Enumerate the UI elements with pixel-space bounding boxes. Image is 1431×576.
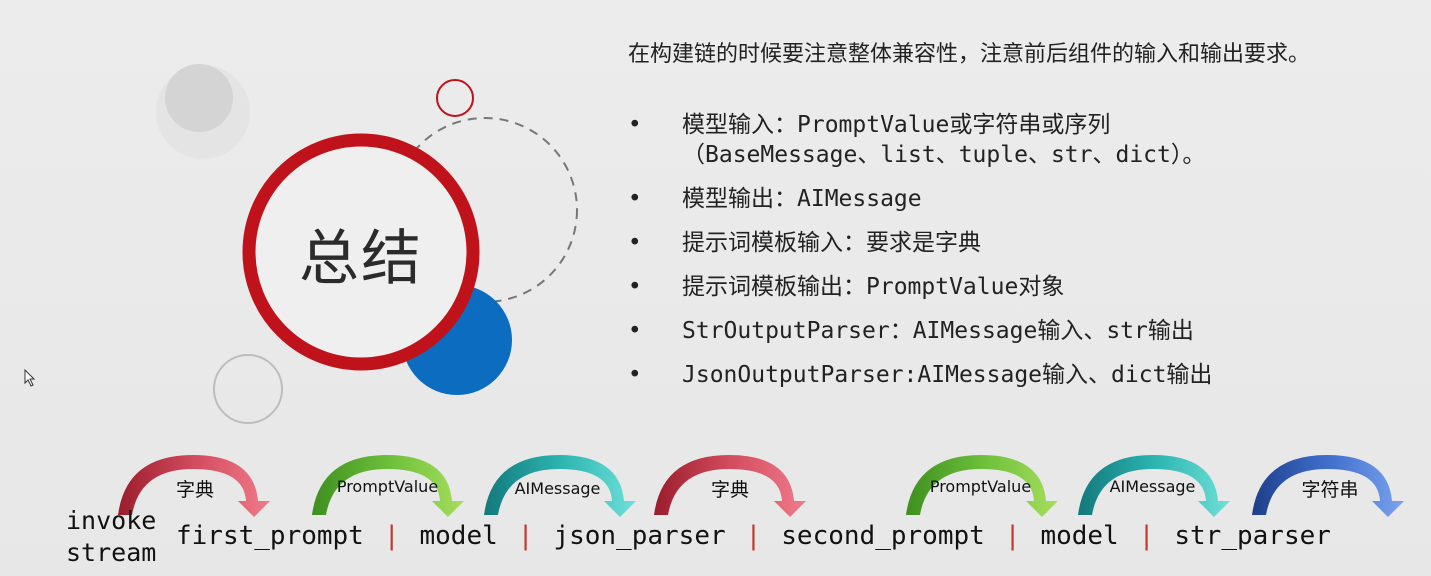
- point-str-parser: • StrOutputParser：AIMessage输入、str输出: [628, 316, 1388, 346]
- component-json-parser: json_parser: [553, 521, 726, 551]
- arc-label: 字典: [175, 479, 214, 501]
- bullet: •: [628, 230, 642, 256]
- component-second-prompt: second_prompt: [781, 521, 985, 551]
- outline-circle: [213, 354, 283, 424]
- pipe-operator: |: [383, 521, 400, 551]
- flow-arrow: [118, 455, 270, 517]
- point-text-cont: （BaseMessage、list、tuple、str、dict）。: [682, 142, 1206, 168]
- arc-label: 字符串: [1301, 479, 1359, 501]
- page-title: 总结: [299, 224, 423, 294]
- flow-arrow: [1252, 455, 1404, 517]
- title-ring: [242, 133, 480, 371]
- arc-label: AIMessage: [514, 479, 601, 498]
- point-json-parser: • JsonOutputParser:AIMessage输入、dict输出: [628, 360, 1388, 390]
- arc-label: PromptValue: [336, 477, 439, 496]
- method-invoke: invoke: [66, 506, 157, 535]
- pipe-operator: |: [517, 521, 534, 551]
- mouse-cursor-icon: [24, 368, 36, 391]
- summary-points: • 模型输入：PromptValue或字符串或序列 （BaseMessage、lis…: [628, 110, 1388, 404]
- bullet: •: [628, 362, 642, 388]
- chain-arcs: [118, 455, 1404, 517]
- flow-arrow: [906, 455, 1058, 517]
- point-text: 模型输入：PromptValue或字符串或序列: [682, 112, 1111, 138]
- point-model-input: • 模型输入：PromptValue或字符串或序列 （BaseMessage、lis…: [628, 110, 1388, 170]
- component-str-parser: str_parser: [1174, 521, 1331, 551]
- point-model-output: • 模型输出：AIMessage: [628, 184, 1388, 214]
- component-first-prompt: first_prompt: [176, 521, 364, 551]
- point-text: 提示词模板输入：要求是字典: [682, 230, 981, 256]
- flow-arrow: [484, 455, 636, 517]
- method-stream: stream: [66, 538, 157, 567]
- flow-arrow: [1078, 455, 1230, 517]
- bullet: •: [628, 274, 642, 300]
- gray-circle: [165, 64, 233, 132]
- flow-arrow: [654, 455, 806, 517]
- pipeline: first_prompt | model | json_parser | second_pr…: [176, 521, 1331, 551]
- pipe-operator: |: [1004, 521, 1021, 551]
- point-prompt-output: • 提示词模板输出：PromptValue对象: [628, 272, 1388, 302]
- arc-label: AIMessage: [1109, 477, 1196, 496]
- flow-arrow: [312, 455, 464, 517]
- point-text: 模型输出：AIMessage: [682, 186, 922, 212]
- intro-text: 在构建链的时候要注意整体兼容性，注意前后组件的输入和输出要求。: [628, 42, 1311, 67]
- component-model: model: [419, 521, 498, 551]
- small-red-ring: [436, 79, 474, 117]
- component-model: model: [1040, 521, 1119, 551]
- arc-label: PromptValue: [929, 477, 1032, 496]
- pipe-operator: |: [745, 521, 762, 551]
- chain-methods: invoke stream: [66, 505, 156, 569]
- point-text: JsonOutputParser:AIMessage输入、dict输出: [682, 362, 1213, 388]
- bullet: •: [628, 318, 642, 344]
- pipe-operator: |: [1138, 521, 1155, 551]
- arc-label: 字典: [710, 479, 749, 501]
- point-text: StrOutputParser：AIMessage输入、str输出: [682, 318, 1194, 344]
- bullet: •: [628, 186, 642, 212]
- point-text: 提示词模板输出：PromptValue对象: [682, 274, 1065, 300]
- point-prompt-input: • 提示词模板输入：要求是字典: [628, 228, 1388, 258]
- bullet: •: [628, 112, 642, 138]
